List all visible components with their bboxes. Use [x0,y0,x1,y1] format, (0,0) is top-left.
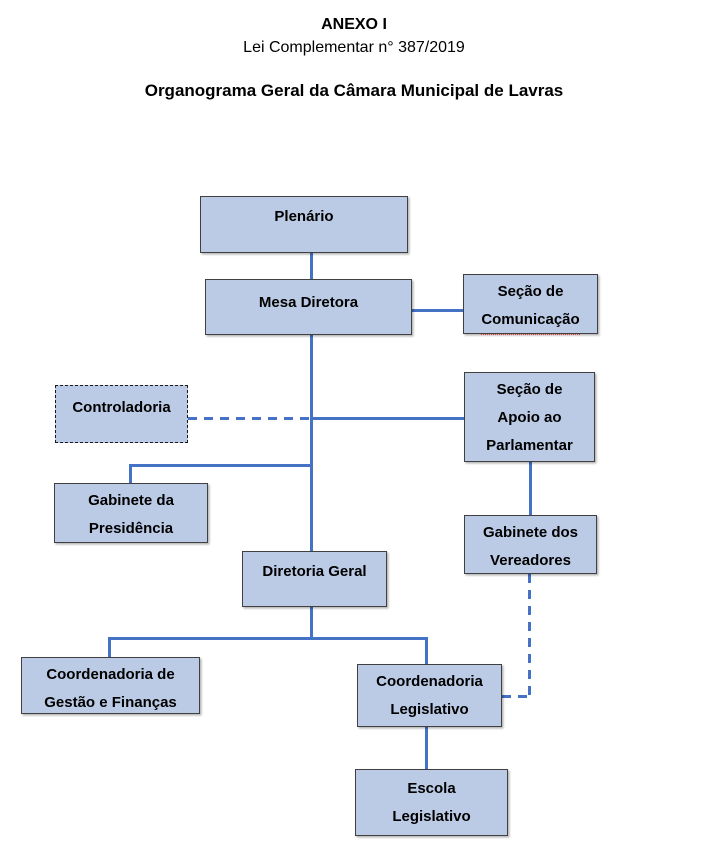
node-label: Apoio ao [497,409,562,426]
node-label: Plenário [274,208,334,225]
node-coordenadoria-legislativo: Coordenadoria Legislativo [357,664,502,727]
node-label: Escola [407,780,456,797]
connector-gabinete-vereadores-dashed-vertical [528,574,531,698]
node-escola-legislativo: Escola Legislativo [355,769,508,836]
connector-spine-gabinete-presidencia-horizontal [129,464,312,467]
connector-plenario-mesa [310,253,313,279]
node-gabinete-vereadores: Gabinete dos Vereadores [464,515,597,574]
node-label: Parlamentar [486,437,573,454]
connector-coord-legislativo-escola [425,727,428,769]
connector-gabinete-vereadores-coord-legislativo-dashed [502,695,531,698]
law-subtitle: Lei Complementar n° 387/2019 [243,39,465,56]
node-label: Seção de [496,381,563,398]
connector-branch-coord-legislativo-drop [425,637,428,664]
node-label: Presidência [88,520,174,537]
connector-spine-secao-apoio [310,417,464,420]
chart-title: Organograma Geral da Câmara Municipal de… [144,81,564,100]
node-label: Coordenadoria [376,673,483,690]
node-controladoria: Controladoria [55,385,188,443]
node-mesa-diretora: Mesa Diretora [205,279,412,335]
node-label: Legislativo [390,701,469,718]
node-label: Gabinete da [88,492,174,509]
node-label: Diretoria Geral [262,563,367,580]
node-secao-comunicacao: Seção de Comunicação [463,274,598,335]
node-label: Mesa Diretora [258,294,359,311]
connector-spine-gabinete-presidencia-drop [129,464,132,483]
node-diretoria-geral: Diretoria Geral [242,551,387,607]
connector-spine-mesa-diretoria [310,335,313,551]
connector-diretoria-down [310,607,313,638]
connector-secao-apoio-gabinete-vereadores [529,462,532,515]
node-label: Controladoria [72,399,171,416]
node-label: Coordenadoria de [46,666,175,683]
node-label-misspelled: Comunicação [481,306,580,335]
connector-diretoria-branch-horizontal [108,637,428,640]
node-gabinete-presidencia: Gabinete da Presidência [54,483,208,543]
connector-branch-coord-gestao-drop [108,637,111,657]
node-secao-apoio-parlamentar: Seção de Apoio ao Parlamentar [464,372,595,462]
node-label: Gabinete dos [482,524,579,541]
annex-title: ANEXO I [321,16,387,33]
node-plenario: Plenário [200,196,408,253]
node-label: Vereadores [490,552,571,569]
connector-controladoria-spine-dashed [188,417,311,420]
node-label: Seção de [497,283,564,300]
node-coordenadoria-gestao-financas: Coordenadoria de Gestão e Finanças [21,657,200,714]
node-label: Legislativo [392,808,471,825]
connector-mesa-secao-comunicacao [412,309,463,312]
node-label: Gestão e Finanças [44,694,177,711]
